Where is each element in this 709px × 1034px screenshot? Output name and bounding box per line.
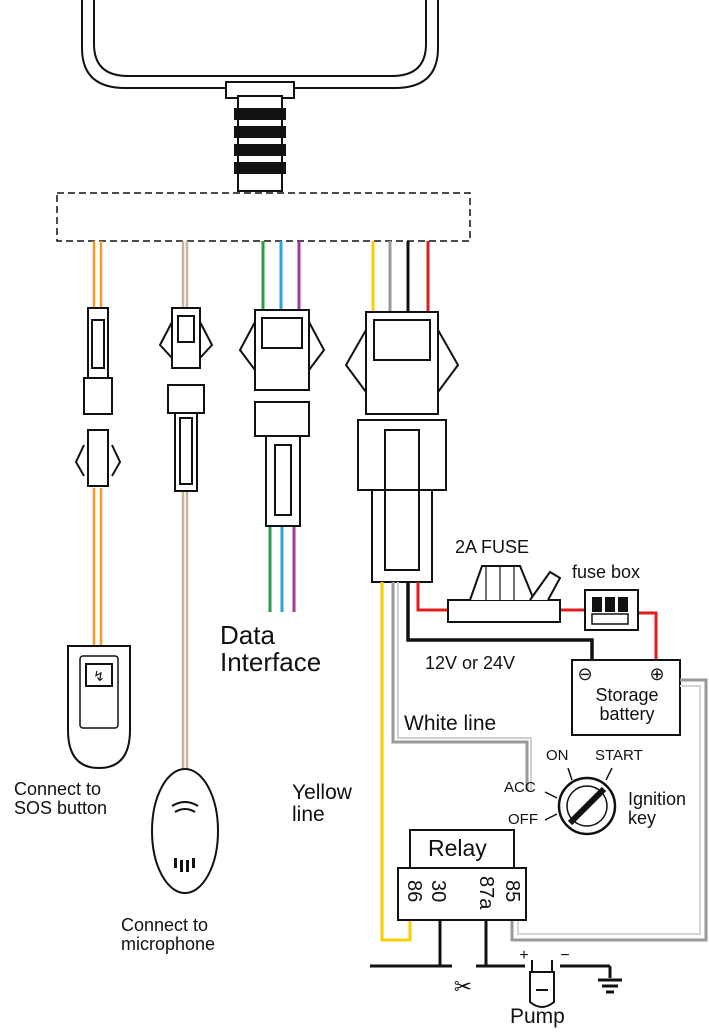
- mic-label-line2: microphone: [121, 933, 216, 954]
- relay-label: Relay: [428, 835, 487, 861]
- data-label-line1: Data: [220, 620, 275, 650]
- pin-87a: 87a: [475, 876, 497, 910]
- mic-wire: [181, 241, 189, 770]
- ignition-on: ON: [546, 747, 569, 764]
- microphone: [151, 768, 219, 894]
- sos-button: ↯: [67, 645, 131, 770]
- battery-label: Storage battery: [584, 686, 670, 724]
- pump-label: Pump: [510, 1005, 565, 1028]
- ignition-start: START: [595, 747, 643, 764]
- harness-box: [56, 192, 471, 242]
- ignition-key-label: Ignition key: [628, 790, 686, 828]
- pump-positive: +: [519, 947, 528, 964]
- ignition-label-line2: key: [628, 807, 657, 828]
- sos-label: Connect to SOS button: [14, 780, 107, 818]
- red-line: [416, 582, 448, 612]
- pin-86: 86: [403, 880, 425, 902]
- relay: [397, 829, 527, 921]
- pump-negative: −: [560, 947, 569, 964]
- fuse-box: [584, 589, 639, 631]
- data-interface-label: Data Interface: [220, 620, 322, 678]
- white-line: [391, 582, 529, 790]
- ignition-key: [544, 767, 617, 836]
- gps-device: [81, 0, 439, 99]
- cable-strain-relief: [234, 95, 286, 192]
- storage-battery: [571, 659, 681, 736]
- ignition-acc: ACC: [504, 779, 536, 796]
- battery-label-line1: Storage: [595, 685, 659, 705]
- data-label-line2: Interface: [220, 647, 322, 678]
- pin-85: 85: [501, 880, 523, 902]
- pump: [529, 960, 555, 1008]
- pin-30: 30: [427, 880, 449, 902]
- white-line-label: White line: [404, 712, 497, 735]
- sos-label-line2: SOS button: [14, 797, 108, 818]
- mic-connector: [158, 307, 214, 492]
- power-wires-top: [371, 241, 430, 312]
- yellow-label-line1: Yellow: [292, 781, 352, 804]
- sos-wire: [92, 241, 103, 645]
- sos-icon: ↯: [93, 668, 105, 684]
- yellow-line-label: Yellow line: [292, 781, 352, 827]
- data-connector: [238, 309, 326, 527]
- mic-label: Connect to microphone: [121, 916, 215, 954]
- mic-label-line1: Connect to: [121, 915, 209, 935]
- fuse-label: 2A FUSE: [455, 537, 530, 557]
- yellow-label-line2: line: [292, 803, 325, 827]
- voltage-label: 12V or 24V: [425, 653, 516, 673]
- battery-positive: ⊕: [649, 664, 664, 684]
- fuse-box-label: fuse box: [572, 562, 641, 582]
- black-line: [406, 582, 594, 660]
- pump-circuit: [370, 920, 622, 994]
- battery-relay-wire: [510, 678, 708, 942]
- cut-icon: ✂: [454, 974, 472, 999]
- sos-connector: [74, 307, 122, 487]
- yellow-line: [380, 582, 412, 942]
- battery-negative: ⊖: [577, 664, 592, 684]
- fuse: [447, 565, 562, 623]
- ignition-label-line1: Ignition: [628, 789, 687, 809]
- sos-label-line1: Connect to: [14, 779, 102, 799]
- battery-label-line2: battery: [599, 703, 655, 724]
- power-connector: [344, 311, 460, 583]
- data-wires: [261, 241, 301, 612]
- ignition-off: OFF: [508, 811, 538, 828]
